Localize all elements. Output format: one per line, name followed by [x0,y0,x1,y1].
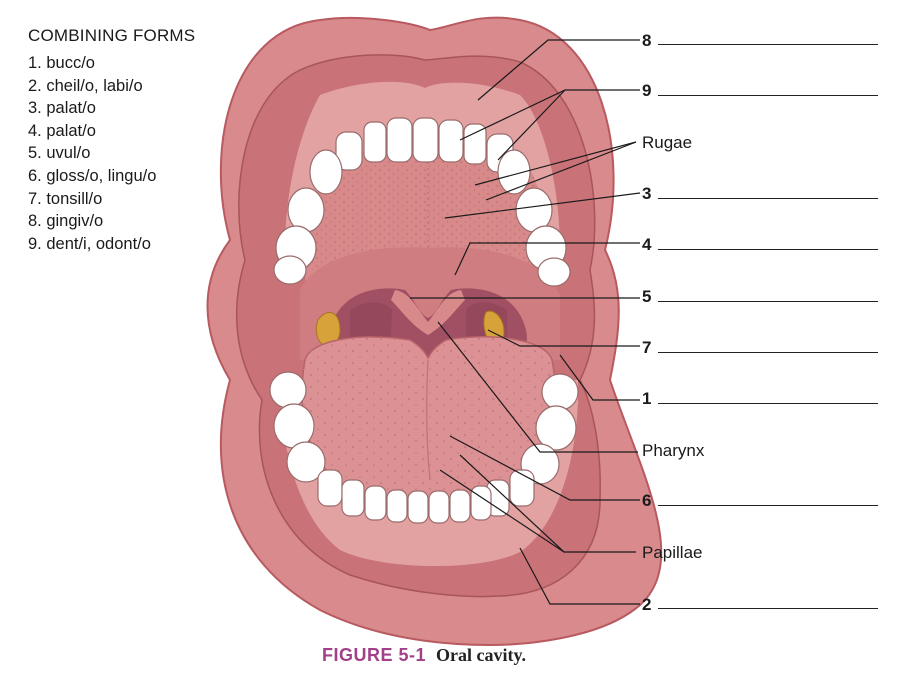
lower-teeth [269,371,579,524]
label-8: 8 [642,31,652,50]
combining-form-item: 7. tonsill/o [28,189,103,208]
combining-forms-title: COMBINING FORMS [28,26,196,45]
combining-form-item: 4. palat/o [28,121,96,140]
tongue-median-sulcus [426,359,431,481]
label-pharynx: Pharynx [642,441,705,460]
combining-form-item: 3. palat/o [28,99,96,118]
figure-caption: FIGURE 5-1 Oral cavity. [322,645,526,666]
combining-form-item: 9. dent/i, odont/o [28,234,151,253]
label-4: 4 [642,235,652,254]
label-1: 1 [642,389,652,408]
label-5: 5 [642,287,652,306]
answer-blank-4[interactable] [658,249,878,250]
tongue-papillae-texture [301,336,556,515]
figure-title: Oral cavity. [436,645,527,665]
label-7: 7 [642,338,652,357]
label-3: 3 [642,184,652,203]
combining-form-item: 8. gingiv/o [28,212,104,231]
combining-form-item: 6. gloss/o, lingu/o [28,166,157,185]
upper-teeth [273,117,571,287]
combining-form-item: 5. uvul/o [28,144,91,163]
answer-blank-7[interactable] [658,352,878,353]
combining-form-item: 2. cheil/o, labi/o [28,76,143,95]
answer-blank-6[interactable] [658,505,878,506]
answer-blank-8[interactable] [658,44,878,45]
label-rugae: Rugae [642,133,693,152]
combining-forms-list: COMBINING FORMS 1. bucc/o 2. cheil/o, la… [28,26,195,255]
uvula [391,290,465,335]
figure-number: FIGURE 5-1 [322,645,427,665]
answer-blank-5[interactable] [658,301,878,302]
label-2: 2 [642,595,652,614]
label-9: 9 [642,81,652,100]
combining-form-item: 1. bucc/o [28,54,95,72]
answer-blank-2[interactable] [658,608,878,609]
label-papillae: Papillae [642,543,703,562]
palate-rugae-texture [305,145,552,270]
answer-blank-1[interactable] [658,403,878,404]
answer-blank-9[interactable] [658,95,878,96]
leader-lines [410,39,641,605]
answer-blank-3[interactable] [658,198,878,199]
label-6: 6 [642,491,652,510]
